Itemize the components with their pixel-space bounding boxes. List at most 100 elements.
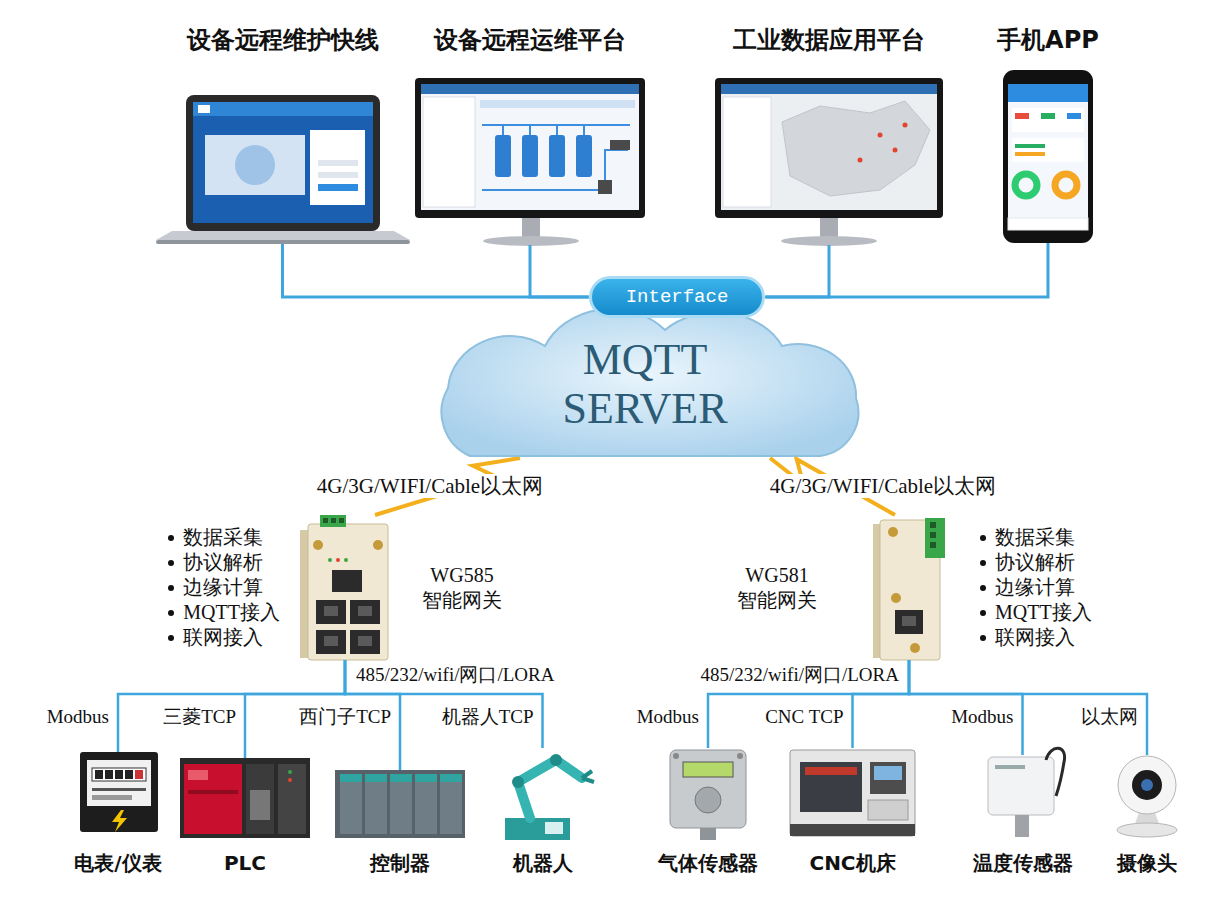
picture-area (790, 748, 915, 850)
monitor-illustration (781, 236, 877, 246)
gateway-illustration (344, 558, 348, 562)
meter-illustration (135, 770, 143, 779)
camera-illustration (1117, 823, 1177, 837)
monitor-illustration (878, 133, 883, 138)
monitor-illustration (522, 218, 540, 238)
gas-sensor-illustration (670, 750, 746, 828)
robot-illustration (582, 771, 594, 782)
label-holder: 485/232/wifi/网口/LORA (699, 664, 901, 686)
controller-illustration (390, 774, 412, 782)
device-node: 温度传感器 (973, 755, 1073, 876)
picture-area (335, 770, 465, 850)
monitor-illustration (715, 78, 943, 246)
meter-illustration (125, 770, 133, 779)
meter-illustration (105, 770, 113, 779)
laptop-illustration (310, 130, 365, 205)
monitor-illustration (480, 100, 635, 108)
gateway-illustration (332, 570, 362, 592)
phone-illustration (1003, 70, 1093, 243)
monitor-illustration (858, 158, 863, 163)
bullet-dot (168, 535, 174, 541)
bullet-dot (980, 560, 986, 566)
monitor-illustration (415, 78, 645, 218)
monitor-illustration (903, 123, 908, 128)
platform-node: 设备远程维护快线 (155, 24, 410, 244)
phone-illustration (1015, 144, 1045, 148)
gateway-illustration (888, 527, 898, 537)
gas-sensor-illustration (695, 787, 721, 813)
edge-label: CNC TCP (762, 706, 846, 728)
phone-illustration (1041, 113, 1055, 119)
edge-label: Modbus (44, 706, 112, 728)
gateway-illustration (324, 636, 338, 646)
edge-label-holder: 4G/3G/WIFI/Cable以太网 (767, 474, 999, 498)
plc-illustration (188, 790, 238, 794)
feature-text: 数据采集 (183, 525, 263, 550)
gateway-illustration (324, 606, 338, 616)
edge-label-holder: CNC TCP (762, 706, 846, 728)
laptop-illustration (156, 95, 410, 244)
device-node: 气体传感器 (658, 748, 758, 876)
controller-illustration (335, 770, 465, 838)
plc-illustration (250, 790, 270, 820)
camera-illustration (1118, 756, 1176, 814)
cnc-illustration (790, 750, 915, 836)
gateway-illustration (873, 518, 945, 660)
plc-illustration (288, 778, 292, 782)
gas-sensor-illustration (700, 828, 716, 840)
laptop-illustration (205, 135, 305, 195)
edge-label-holder: 机器人TCP (439, 706, 537, 728)
feature-text: 联网接入 (995, 625, 1075, 650)
edge-label-holder: Modbus (948, 706, 1016, 728)
bus-line (765, 243, 1048, 297)
meter-illustration (92, 788, 146, 791)
laptop-illustration (318, 172, 358, 178)
edge-label: Modbus (634, 706, 702, 728)
feature-text: 边缘计算 (995, 575, 1075, 600)
interface-text: Interface (626, 286, 729, 308)
phone-illustration (1055, 174, 1077, 196)
gateway-illustration (328, 558, 332, 562)
gateway-illustration (336, 558, 340, 562)
robot-illustration (505, 818, 570, 840)
laptop-illustration (318, 184, 358, 191)
device-name: 控制器 (370, 850, 430, 876)
phone-illustration (1067, 113, 1081, 119)
picture-area (1112, 755, 1182, 850)
device-node: 机器人 (490, 748, 595, 876)
meter-illustration (112, 810, 127, 832)
feature-text: 协议解析 (183, 550, 263, 575)
plc-illustration (184, 764, 242, 834)
bullet-dot (168, 560, 174, 566)
gateway-illustration (930, 522, 936, 528)
temperature-sensor-illustration (1046, 748, 1065, 796)
gateway-node: 数据采集协议解析边缘计算MQTT接入联网接入WG585 智能网关 (168, 515, 512, 660)
bullet-dot (168, 610, 174, 616)
gateway-name: WG581 智能网关 (727, 563, 827, 613)
laptop-illustration (186, 95, 380, 231)
gateway-name: WG585 智能网关 (412, 563, 512, 613)
robot-illustration (518, 760, 582, 818)
feature-list: 数据采集协议解析边缘计算MQTT接入联网接入 (980, 525, 1092, 650)
monitor-illustration (721, 84, 937, 94)
device-name: 温度传感器 (973, 850, 1073, 876)
feature-text: 联网接入 (183, 625, 263, 650)
monitor-illustration (598, 180, 612, 194)
bullet-dot (980, 610, 986, 616)
laptop-illustration (156, 231, 410, 240)
gateway-illustration (350, 630, 380, 654)
phone-illustration (1015, 113, 1029, 119)
gateway-illustration (358, 606, 372, 616)
bus-line (765, 245, 829, 297)
device-node: PLC (180, 758, 310, 876)
gateway-illustration (316, 630, 346, 654)
bus-label: 485/232/wifi/网口/LORA (699, 664, 901, 686)
edge-label: 三菱TCP (160, 706, 239, 728)
gateway-illustration (339, 518, 344, 523)
picture-area (300, 515, 390, 660)
temperature-sensor-illustration (1015, 815, 1029, 837)
temperature-sensor-illustration (988, 748, 1065, 837)
meter-illustration (115, 770, 123, 779)
monitor-illustration (415, 78, 645, 246)
controller-illustration (365, 774, 387, 834)
